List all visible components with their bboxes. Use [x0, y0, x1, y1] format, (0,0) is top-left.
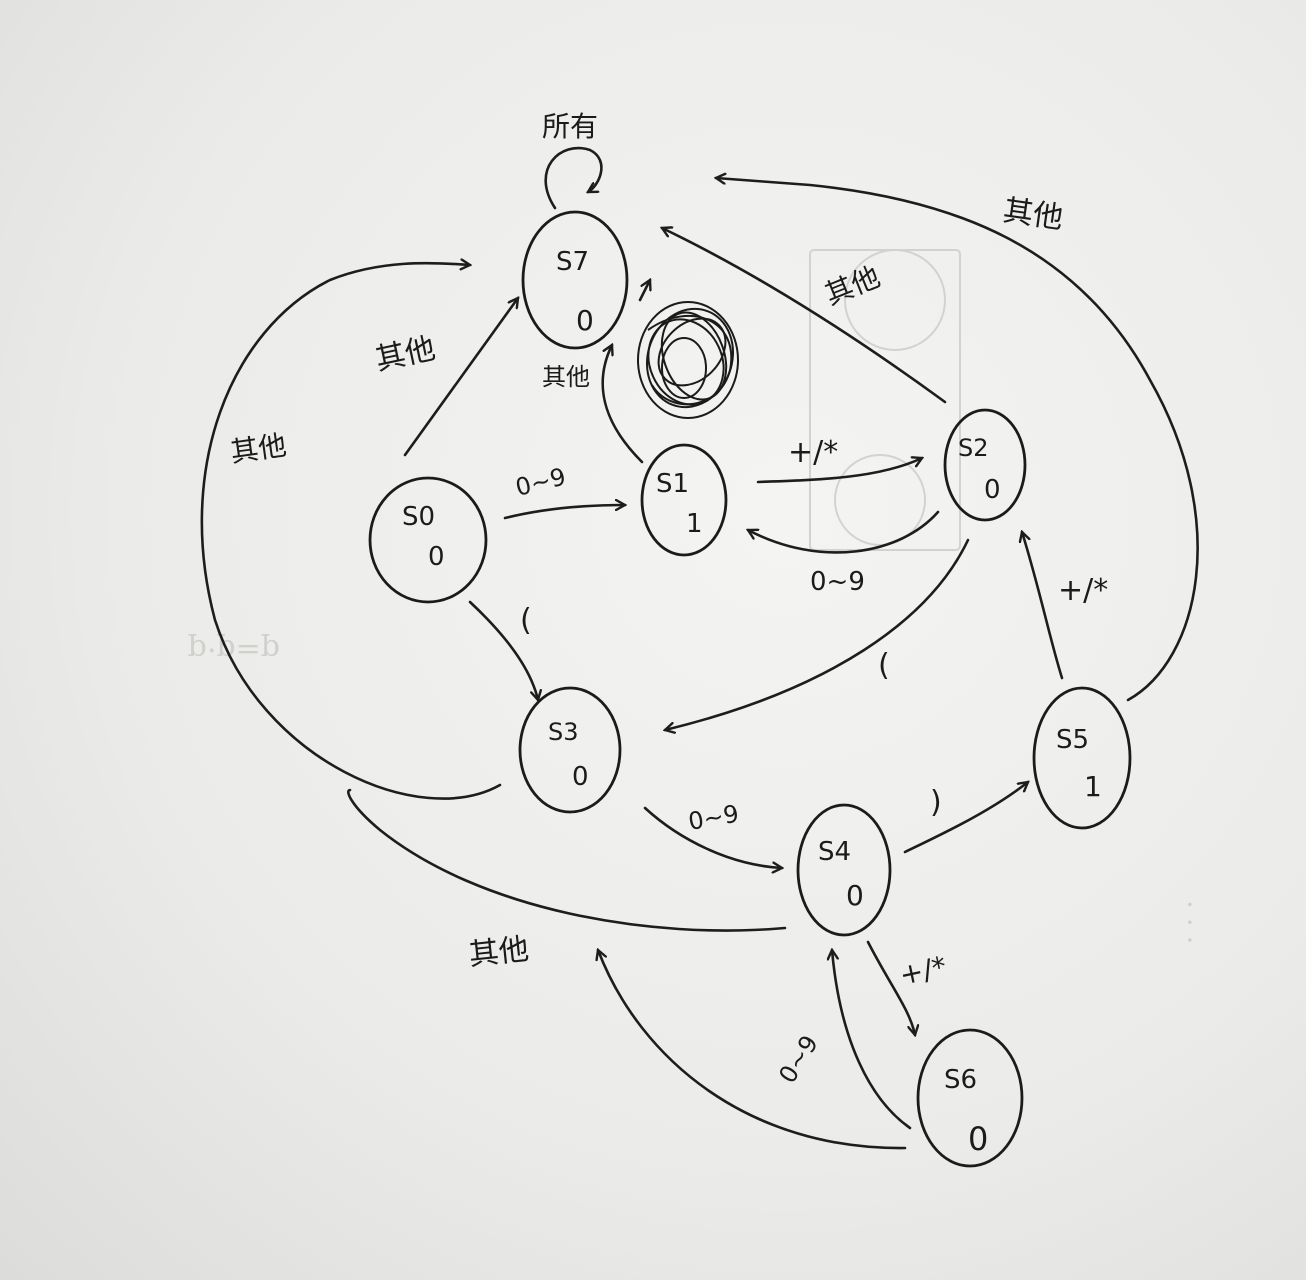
state-s4: S4 0 [796, 803, 892, 937]
state-output: 1 [686, 509, 703, 539]
edge-s2-s1 [748, 510, 940, 554]
state-name: S3 [548, 718, 579, 746]
edge-s4-s5 [903, 782, 1028, 854]
state-name: S6 [944, 1065, 977, 1095]
label-s5-s2: +/* [1058, 573, 1108, 608]
label-s4-s5: ) [930, 785, 942, 820]
edge-s6-s4 [832, 950, 912, 1130]
state-output: 0 [428, 542, 445, 572]
label-s1-s7: 其他 [542, 363, 590, 391]
label-s7-self: 所有 [542, 110, 598, 143]
state-name: S1 [656, 469, 689, 499]
label-s2-s1: 0~9 [810, 567, 865, 597]
label-s3-s4: 0~9 [686, 800, 741, 836]
edge-s0-s1 [503, 505, 625, 520]
edge-s2-s3 [665, 538, 970, 730]
label-s0-s1: 0~9 [513, 462, 569, 501]
state-s3: S3 0 [518, 686, 622, 814]
state-output: 0 [572, 762, 589, 792]
edge-s1-s2 [756, 458, 922, 484]
state-s0: S0 0 [368, 476, 488, 604]
state-s5: S5 1 [1032, 686, 1132, 830]
edge-s1-s7 [601, 345, 644, 464]
label-s0-s3: ( [520, 603, 532, 638]
edge-s0-s7-outer [200, 263, 502, 800]
scribble-mark [637, 301, 739, 419]
label-s2-s7: 其他 [820, 260, 884, 312]
edges [200, 146, 1199, 1150]
label-s2-s3: ( [878, 648, 890, 683]
state-output: 1 [1084, 770, 1102, 803]
edge-s4-s7 [347, 788, 787, 932]
state-name: S7 [556, 247, 589, 277]
state-name: S2 [958, 434, 989, 462]
state-output: 0 [576, 304, 594, 337]
svg-text:· · ·: · · · [1173, 900, 1206, 945]
edge-s5-s2 [1022, 532, 1064, 680]
state-name: S4 [818, 837, 851, 867]
label-s1-s2: +/* [788, 435, 838, 470]
label-s4-s6: +/* [897, 950, 950, 992]
nodes: S7 0 S0 0 S1 1 S2 0 S3 0 S4 0 [368, 210, 1132, 1168]
state-output: 0 [968, 1120, 988, 1158]
edge-s6-lower [598, 950, 907, 1150]
label-s5-s7: 其他 [1001, 193, 1065, 236]
label-s4-s7: 其他 [467, 932, 530, 973]
state-s6: S6 0 [916, 1028, 1024, 1168]
state-s2: S2 0 [943, 408, 1027, 522]
edge-labels: 所有 其他 其他 0~9 ( 其他 +/* 0~9 其他 ( 0~9 ) +/*… [228, 110, 1108, 1088]
edge-s0-s3 [468, 600, 538, 700]
label-s0-s7: 其他 [372, 331, 438, 378]
label-s0-s7-outer: 其他 [228, 428, 288, 468]
state-name: S0 [402, 502, 435, 532]
state-s1: S1 1 [640, 443, 728, 557]
edge-s3-s4 [643, 806, 782, 868]
state-name: S5 [1056, 725, 1089, 755]
state-s7: S7 0 [521, 210, 629, 350]
state-output: 0 [846, 879, 864, 912]
edge-s7-self [544, 146, 603, 210]
edge-into-s7-lower [638, 280, 650, 302]
label-s6-s4: 0~9 [773, 1030, 824, 1088]
edge-s0-s7 [403, 298, 518, 457]
bleed-through-background: q=q·q · · · [188, 249, 1206, 945]
state-output: 0 [984, 475, 1001, 505]
edge-s4-s6 [866, 940, 915, 1035]
edge-s5-s7 [716, 178, 1199, 702]
edge-s2-s7 [662, 228, 947, 404]
